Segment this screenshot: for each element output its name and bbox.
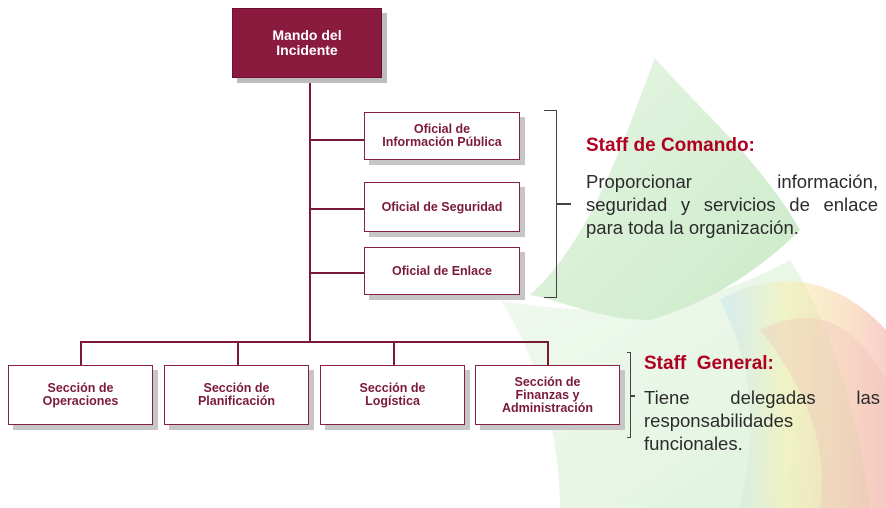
logistics-section-box: Sección de Logística (320, 365, 465, 425)
connector-section-planning (237, 341, 239, 365)
planning-section-box: Sección de Planificación (164, 365, 309, 425)
command-staff-bracket-tick (556, 203, 571, 205)
connector-section-operations (80, 341, 82, 365)
general-staff-bracket-tick (630, 395, 635, 397)
general-staff-description: Tiene delegadas las responsabilidades fu… (644, 387, 880, 454)
finance-administration-section-box: Sección de Finanzas y Administración (475, 365, 620, 425)
connector-section-logistics (393, 341, 395, 365)
connector-sections-horizontal (80, 341, 549, 343)
incident-command-box: Mando del Incidente (232, 8, 382, 78)
connector-staff-security (310, 208, 364, 210)
connector-staff-liaison (310, 272, 364, 274)
connector-section-finance (547, 341, 549, 365)
general-staff-title: Staff General: (644, 353, 774, 374)
command-staff-description: Proporcionar información, seguridad y se… (586, 171, 878, 238)
connector-staff-info (310, 139, 364, 141)
operations-section-box: Sección de Operaciones (8, 365, 153, 425)
public-information-officer-box: Oficial de Información Pública (364, 112, 520, 160)
command-staff-title: Staff de Comando: (586, 135, 755, 156)
safety-officer-box: Oficial de Seguridad (364, 182, 520, 232)
liaison-officer-box: Oficial de Enlace (364, 247, 520, 295)
connector-main-vertical (309, 78, 311, 342)
